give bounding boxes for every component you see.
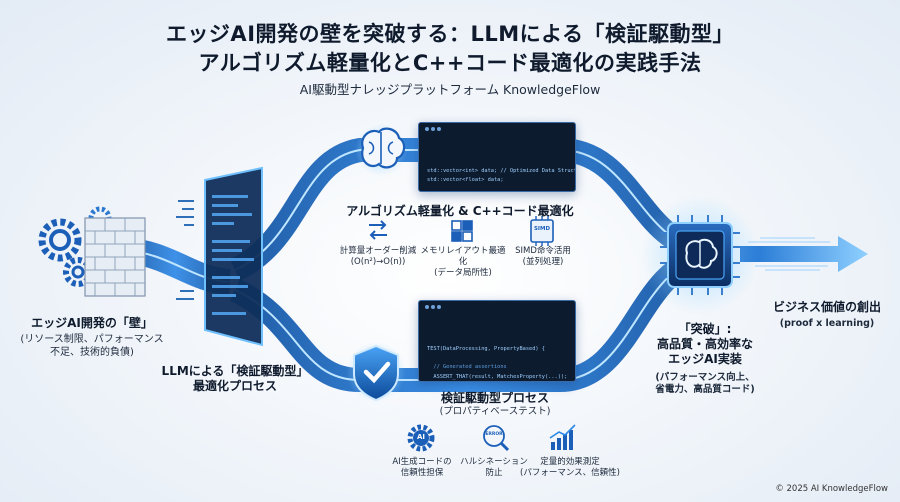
business-value-sub: (proof x learning) [779,318,875,329]
main-title-line2: アルゴリズム軽量化とC++コード最適化の実践手法 [198,51,702,75]
code-lines-top: std::vector<int> data; // Optimized Data… [427,167,576,191]
code-lines-bottom: TEST(DataProcessing, PropertyBased) { //… [427,345,569,381]
output-arrow [740,236,868,272]
breakthrough-line5: 省電力、高品質コード) [655,384,755,396]
code-line [427,185,569,191]
main-title-line1: エッジAI開発の壁を突破する：LLMによる「検証駆動型」 [165,22,735,46]
sort-arrows-icon [369,220,387,240]
bottom-item-hallucination-line1: ハルシネーション [460,457,528,467]
top-item-memory: メモリレイアウト最適化 (データ局所性) [418,246,508,279]
bottom-item-measurement: 定量的効果測定 (パフォーマンス、信頼性) [520,457,620,479]
breakthrough-line2: 高品質・高効率な [656,337,753,351]
bottom-item-reliability: AI生成コードの 信頼性担保 [378,457,466,479]
code-line [427,354,569,363]
brick-wall-icon [84,217,146,297]
subtitle: AI駆動型ナレッジプラットフォーム KnowledgeFlow [299,82,601,97]
verification-process-title: 検証駆動型プロセス [440,391,549,405]
bottom-item-reliability-line1: AI生成コードの [392,457,452,467]
code-line: TEST(DataProcessing, PropertyBased) { [427,345,545,352]
top-item-memory-line1: メモリレイアウト最適化 [420,246,506,268]
brain-icon [355,124,407,176]
top-item-complexity-line2: (O(n²)→O(n)) [350,257,406,268]
ai-icon-text: AI [416,433,426,441]
magnifier-error-icon [483,425,510,452]
top-item-simd-line1: SIMD命令活用 [515,246,571,256]
code-window-optimization: std::vector<int> data; // Optimized Data… [418,122,576,192]
ai-gear-icon [407,424,435,452]
code-line: ASSERT_THAT(result, MatchesProperty(...)… [427,373,569,381]
breakthrough-label: 「突破」: 高品質・高効率な エッジAI実装 [640,322,770,367]
bottom-item-hallucination-line2: 防止 [485,468,503,479]
bottom-item-reliability-line2: 信頼性担保 [400,468,444,479]
simd-icon-text: SIMD [533,226,551,232]
code-window-tests: TEST(DataProcessing, PropertyBased) { //… [418,300,576,382]
edge-ai-wall-desc-line2: 不足、技術的負債) [50,347,134,358]
memory-layout-icon [451,220,473,242]
edge-ai-wall-desc-line1: (リソース制限、パフォーマンス [20,334,164,345]
breakthrough-line1: 「突破」: [678,322,732,336]
edge-ai-wall-title: エッジAI開発の「壁」 [31,316,153,330]
gears-icon [38,218,82,262]
breakthrough-desc: (パフォーマンス向上、 省電力、高品質コード) [630,372,780,397]
edge-ai-wall-desc: (リソース制限、パフォーマンス 不足、技術的負債) [8,333,176,359]
llm-panel-icon [176,166,263,347]
bottom-item-measurement-line2: (パフォーマンス、信頼性) [520,468,620,479]
business-value-title: ビジネス価値の創出 [772,300,881,314]
llm-process-line2: 最適化プロセス [192,379,277,393]
code-line: std::vector<float> data; [427,177,504,184]
top-item-complexity-line1: 計算量オーダー削減 [339,246,417,256]
shield-check-icon [346,342,406,402]
bar-chart-icon [549,424,576,450]
top-item-simd: SIMD命令活用 (並列処理) [508,246,578,268]
code-line: std::vector<int> data; // Optimized Data… [427,167,576,174]
verification-process-subtitle: (プロパティベーステスト) [439,406,551,417]
copyright-footer: © 2025 AI KnowledgeFlow [775,484,888,494]
algorithm-optimization-title: アルゴリズム軽量化 & C++コード最適化 [346,204,574,218]
bottom-item-measurement-line1: 定量的効果測定 [540,457,600,467]
top-item-simd-line2: (並列処理) [522,257,564,268]
bottom-item-hallucination: ハルシネーション 防止 [456,457,532,479]
llm-process-line1: LLMによる「検証駆動型」 [161,364,309,378]
breakthrough-line3: エッジAI実装 [668,352,742,366]
breakthrough-line4: (パフォーマンス向上、 [655,372,755,383]
edge-ai-chip-icon [640,195,760,315]
top-item-memory-line2: (データ局所性) [434,268,492,279]
code-line: // Generated assertions [427,364,507,371]
llm-process-label: LLMによる「検証駆動型」 最適化プロセス [150,364,320,394]
top-item-complexity: 計算量オーダー削減 (O(n²)→O(n)) [338,246,418,268]
simd-chip-icon [530,216,554,246]
error-icon-text: ERROR [485,432,503,437]
